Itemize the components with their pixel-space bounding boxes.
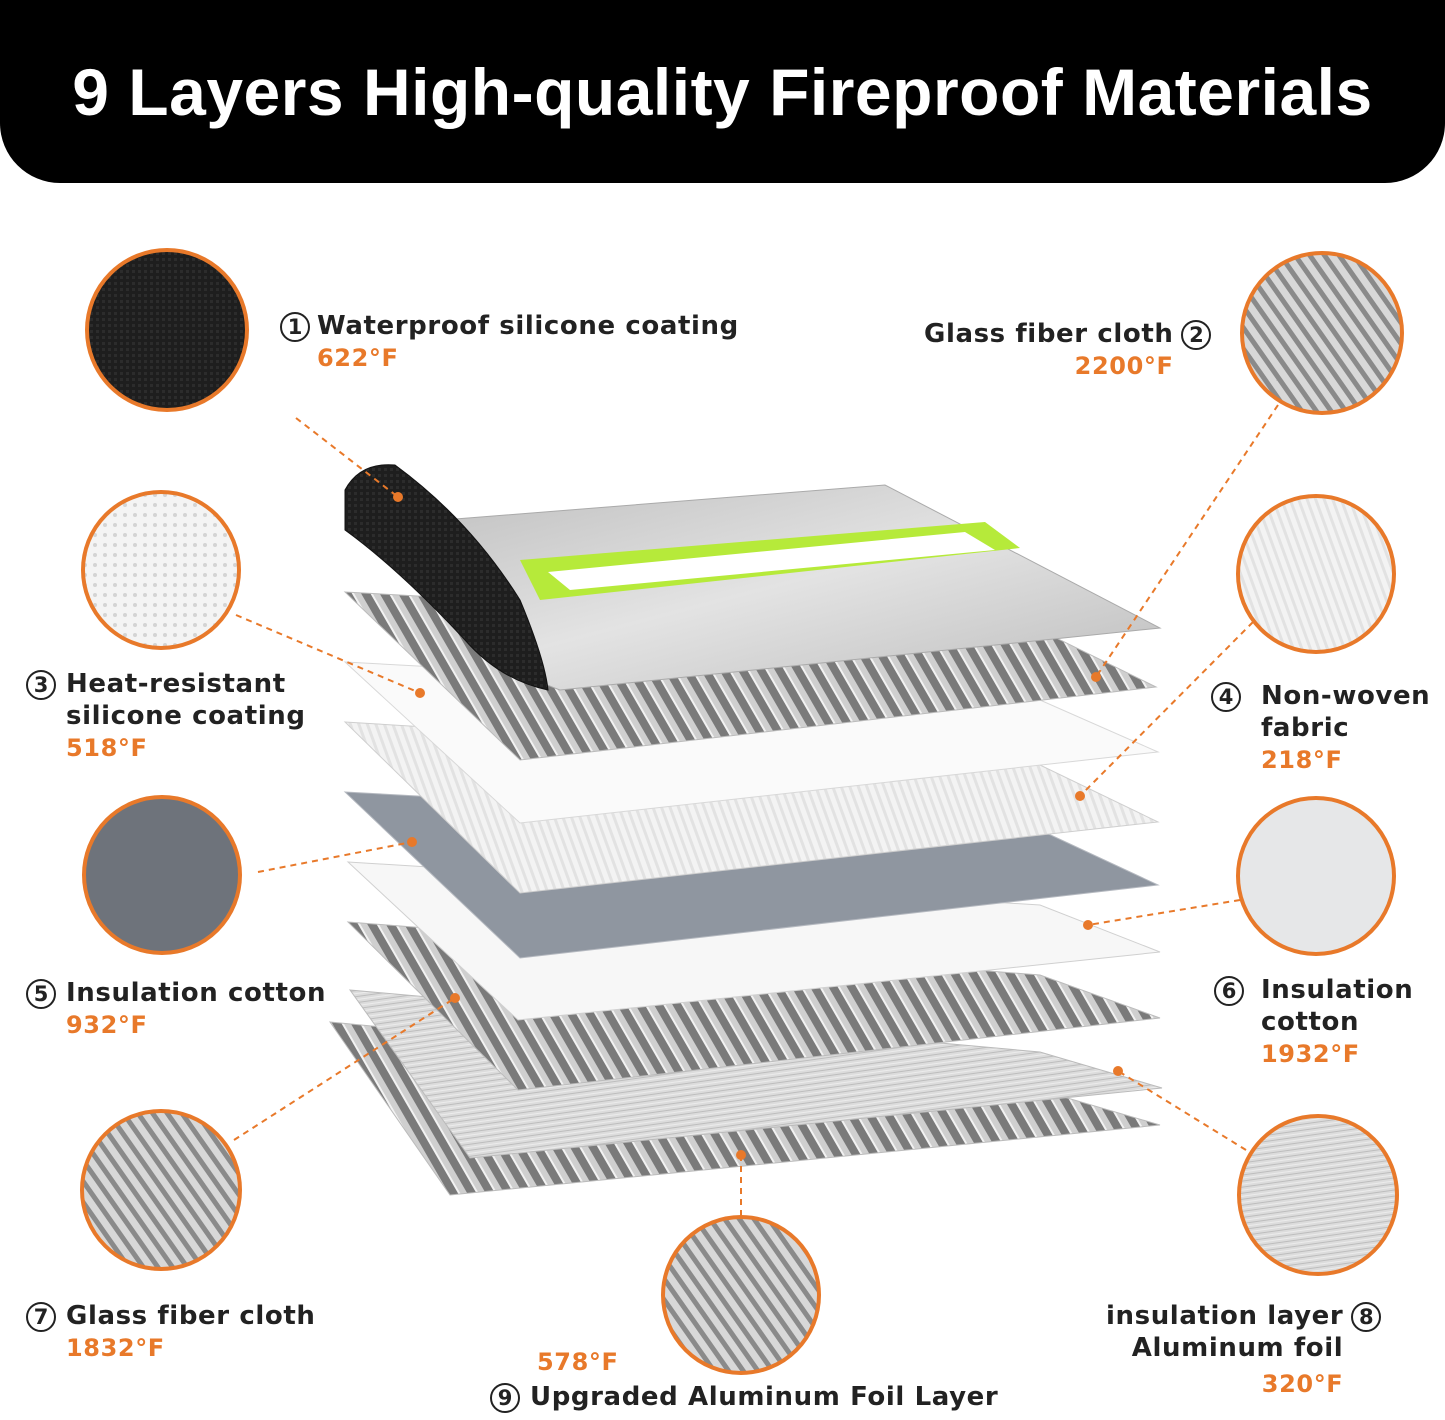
layer-2-temp: 2200°F xyxy=(1074,352,1174,380)
swatch-3-white-dotted xyxy=(81,490,241,650)
connector-dots xyxy=(393,492,1123,1160)
layer-1-name: Waterproof silicone coating xyxy=(317,311,739,341)
layer-stack xyxy=(328,464,1163,1196)
layer-1-temp: 622°F xyxy=(317,344,399,372)
label-layer-9: 9 Upgraded Aluminum Foil Layer xyxy=(490,1381,998,1413)
connectors xyxy=(233,404,1279,1217)
number-badge-8: 8 xyxy=(1351,1302,1382,1332)
number-badge-6: 6 xyxy=(1214,976,1244,1006)
layer-4-name-line-2: fabric xyxy=(1261,713,1350,743)
number-badge-7: 7 xyxy=(26,1302,56,1332)
layer-8-temp: 320°F xyxy=(1261,1370,1344,1398)
layer-6-name-line-1: Insulation xyxy=(1261,975,1414,1005)
layer-7-temp: 1832°F xyxy=(66,1334,165,1362)
label-layer-6: 6 Insulation cotton 1932°F xyxy=(1214,974,1413,1070)
layer-9-name: Upgraded Aluminum Foil Layer xyxy=(530,1382,999,1412)
layer-4-temp: 218°F xyxy=(1261,746,1343,774)
layer-3-temp: 518°F xyxy=(66,734,148,762)
swatch-2-glass-fiber xyxy=(1240,251,1404,415)
layer-8-name-line-1: insulation layer xyxy=(1106,1301,1344,1331)
label-layer-3: 3 Heat-resistant silicone coating 518°F xyxy=(26,668,306,764)
number-badge-2: 2 xyxy=(1181,320,1212,350)
swatch-1-black-silicone xyxy=(85,248,249,412)
swatch-6-insulation-cotton xyxy=(1236,796,1396,956)
swatch-7-glass-fiber xyxy=(80,1109,242,1271)
swatch-4-non-woven xyxy=(1236,494,1396,654)
label-layer-4: 4 Non-woven fabric 218°F xyxy=(1211,680,1430,776)
layer-9-temp: 578°F xyxy=(537,1348,619,1376)
layer-7-name: Glass fiber cloth xyxy=(66,1301,316,1331)
rolled-black-edge xyxy=(344,464,549,691)
number-badge-3: 3 xyxy=(26,670,56,700)
layer-3-name-line-1: Heat-resistant xyxy=(66,669,286,699)
layer-5-name: Insulation cotton xyxy=(66,978,327,1008)
layer-6-temp: 1932°F xyxy=(1261,1040,1360,1068)
layer-8-name-line-2: Aluminum foil xyxy=(1131,1333,1344,1363)
swatch-8-aluminum xyxy=(1237,1114,1399,1276)
swatches xyxy=(80,248,1404,1375)
number-badge-1: 1 xyxy=(280,312,310,342)
swatch-5-insulation-cotton xyxy=(82,795,242,955)
banner-title: 9 Layers High-quality Fireproof Material… xyxy=(72,55,1373,129)
layer-3-name-line-2: silicone coating xyxy=(66,701,306,731)
label-layer-1: 1 Waterproof silicone coating 622°F xyxy=(280,310,739,374)
number-badge-9: 9 xyxy=(490,1383,520,1413)
layer-4-name-line-1: Non-woven xyxy=(1261,681,1431,711)
label-layer-8: insulation layer Aluminum foil 320°F 8 xyxy=(1106,1300,1382,1400)
layer-2-name: Glass fiber cloth xyxy=(924,319,1174,349)
layer-5-temp: 932°F xyxy=(66,1011,148,1039)
reflective-stripe-white xyxy=(548,532,995,590)
swatch-9-aluminum-foil xyxy=(661,1215,821,1375)
title-banner: 9 Layers High-quality Fireproof Material… xyxy=(0,0,1445,183)
label-layer-5: 5 Insulation cotton 932°F xyxy=(26,977,326,1041)
number-badge-5: 5 xyxy=(26,979,56,1009)
label-layer-2: Glass fiber cloth 2200°F 2 xyxy=(924,318,1212,382)
number-badge-4: 4 xyxy=(1211,682,1241,712)
label-layer-9-temp-wrap: 578°F xyxy=(537,1346,619,1378)
label-layer-7: 7 Glass fiber cloth 1832°F xyxy=(26,1300,315,1364)
layer-6-name-line-2: cotton xyxy=(1261,1007,1360,1037)
